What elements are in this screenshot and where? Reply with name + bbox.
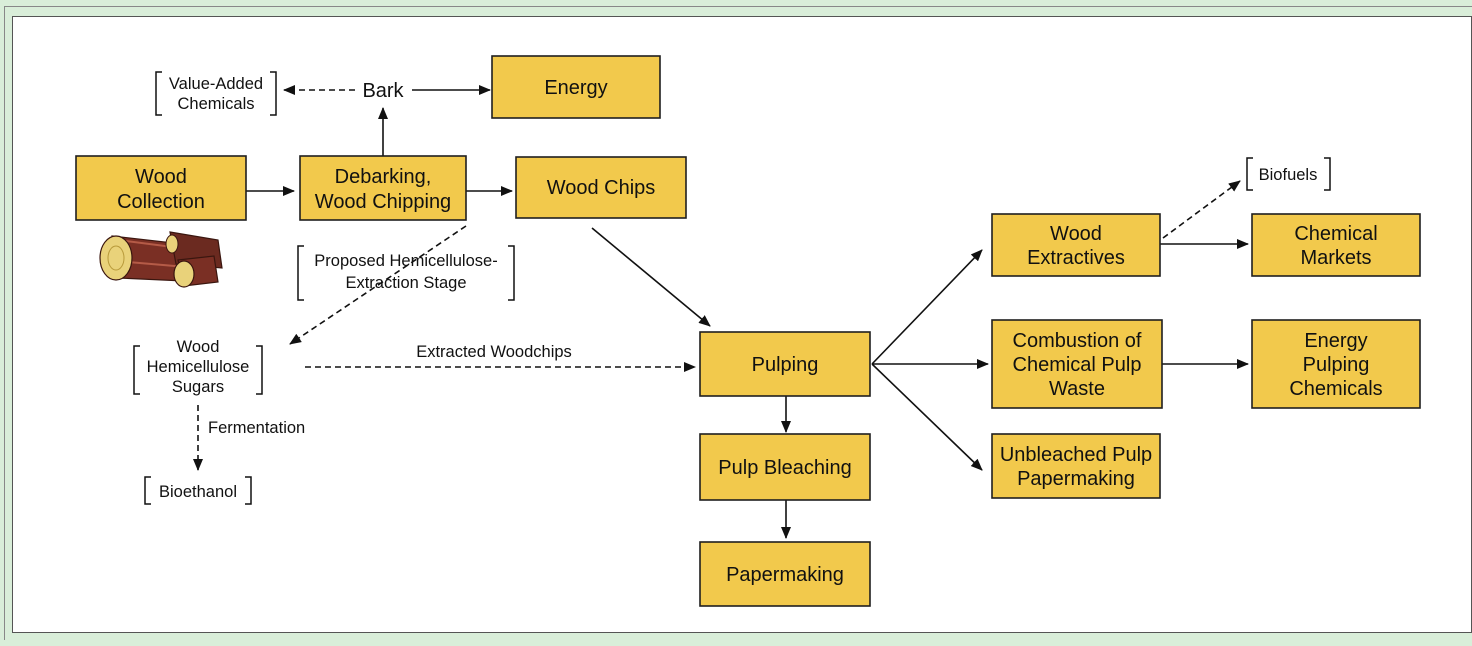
unbleached-pulp-box: Unbleached Pulp Papermaking [991,433,1161,499]
value-added-chemicals-label: Value-Added Chemicals [155,71,277,116]
wood-extractives-box: Wood Extractives [991,213,1161,277]
pulp-bleaching-box: Pulp Bleaching [699,433,871,501]
bark-label: Bark [362,80,404,102]
wood-logs-illustration [99,231,223,288]
svg-text:Waste: Waste [1049,378,1105,400]
svg-text:Unbleached Pulp: Unbleached Pulp [1000,444,1152,466]
svg-text:Wood Chipping: Wood Chipping [315,191,451,213]
debarking-box: Debarking, Wood Chipping [299,155,467,221]
combustion-box: Combustion of Chemical Pulp Waste [991,319,1163,409]
svg-text:Wood: Wood [1050,223,1102,245]
svg-text:Pulping: Pulping [752,354,819,376]
fermentation-label: Fermentation [208,419,305,437]
arrows [193,85,1249,539]
svg-text:Value-Added: Value-Added [169,75,263,93]
energy-box: Energy [491,55,661,119]
wood-collection-box: Wood Collection [75,155,247,221]
svg-text:Pulp Bleaching: Pulp Bleaching [718,457,851,479]
svg-text:Markets: Markets [1300,247,1371,269]
wood-chips-box: Wood Chips [515,156,687,219]
outer-border [4,6,1472,640]
svg-text:Collection: Collection [117,191,205,213]
svg-text:Wood: Wood [177,338,220,356]
energy-pulping-chemicals-box: Energy Pulping Chemicals [1251,319,1421,409]
svg-text:Extraction Stage: Extraction Stage [345,274,466,292]
svg-text:Bioethanol: Bioethanol [159,483,237,501]
proposed-extraction-stage-label: Proposed Hemicellulose- Extraction Stage [297,245,515,301]
svg-text:Chemical: Chemical [1294,223,1377,245]
hemicellulose-sugars-label: Wood Hemicellulose Sugars [133,338,263,396]
svg-text:Combustion of: Combustion of [1013,330,1142,352]
svg-text:Wood Chips: Wood Chips [547,177,656,199]
diagram-frame [12,16,1472,633]
bioethanol-label: Bioethanol [144,476,252,505]
svg-text:Energy: Energy [1304,330,1367,352]
svg-text:Wood: Wood [135,166,187,188]
biofuels-label: Biofuels [1246,157,1331,191]
svg-text:Energy: Energy [544,77,607,99]
svg-text:Debarking,: Debarking, [335,166,432,188]
svg-text:Proposed Hemicellulose-: Proposed Hemicellulose- [314,252,497,270]
svg-text:Papermaking: Papermaking [726,564,844,586]
pulping-box: Pulping [699,331,871,397]
svg-text:Chemicals: Chemicals [177,95,254,113]
svg-text:Pulping: Pulping [1303,354,1370,376]
svg-text:Extractives: Extractives [1027,247,1125,269]
svg-text:Chemical Pulp: Chemical Pulp [1013,354,1142,376]
svg-text:Hemicellulose: Hemicellulose [147,358,250,376]
chemical-markets-box: Chemical Markets [1251,213,1421,277]
svg-text:Chemicals: Chemicals [1289,378,1382,400]
svg-text:Papermaking: Papermaking [1017,468,1135,490]
svg-text:Sugars: Sugars [172,378,224,396]
extracted-woodchips-label: Extracted Woodchips [416,343,572,361]
papermaking-box: Papermaking [699,541,871,607]
svg-text:Biofuels: Biofuels [1259,166,1318,184]
